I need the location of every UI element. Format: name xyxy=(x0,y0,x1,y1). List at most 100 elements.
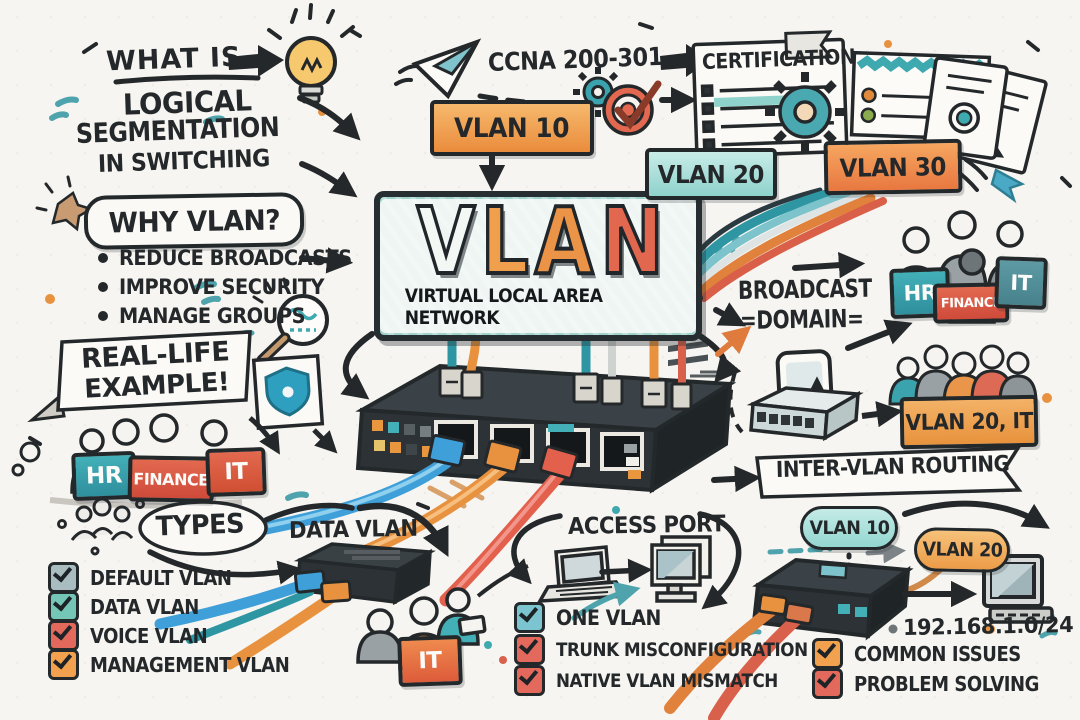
vlan10-pill: VLAN 10 xyxy=(800,506,898,550)
hr-right-label: HR xyxy=(903,280,937,306)
vlan20-it-box: VLAN 20, IT xyxy=(899,394,1039,450)
teal-arrow-icon xyxy=(990,168,1026,204)
gear-icon xyxy=(765,72,845,152)
issue-item: COMMON ISSUES xyxy=(854,641,1021,666)
vlan10-pill-label: VLAN 10 xyxy=(808,517,890,539)
lightbulb-icon xyxy=(267,3,355,104)
data-vlan-label: DATA VLAN xyxy=(288,515,418,544)
teal-curve-arrow xyxy=(571,581,641,621)
arrows-to-vlan-box xyxy=(297,95,361,274)
it-right-badge: IT xyxy=(994,256,1048,310)
sparkle-icon xyxy=(35,175,95,232)
hr-left-label: HR xyxy=(85,462,123,490)
paper-plane-icon xyxy=(394,38,482,100)
access-arrows xyxy=(506,511,742,610)
vlan20-it-label: VLAN 20, IT xyxy=(905,408,1033,436)
vlan-letter-l: L xyxy=(479,188,530,295)
it-right-label: IT xyxy=(1010,270,1032,296)
certification-title: CERTIFICATION xyxy=(701,44,856,74)
orange-up-arrow xyxy=(715,325,752,357)
type-item: MANAGEMENT VLAN xyxy=(90,652,290,677)
access-item: TRUNK MISCONFIGURATION xyxy=(556,638,808,661)
domain-label: =DOMAIN= xyxy=(739,303,864,335)
bullet-icon xyxy=(98,311,108,321)
pc-icon xyxy=(982,554,1054,624)
top-right-curve-arrow xyxy=(902,500,1050,529)
dashed-curve xyxy=(728,371,744,434)
why-bullet: MANAGE GROUPS xyxy=(119,304,306,328)
vlan10-box: VLAN 10 xyxy=(430,100,594,156)
in-switching-title: IN SWITCHING xyxy=(97,144,271,178)
magnifier-icon xyxy=(252,277,329,366)
vlan-swoosh-bundle xyxy=(691,187,887,302)
vlan20it-people xyxy=(888,344,1038,406)
it-left-label: IT xyxy=(223,458,249,486)
bullet-icon xyxy=(98,282,108,292)
checkbox-icon xyxy=(48,620,79,651)
what-is-arrow-icon xyxy=(113,45,284,85)
arrow-to-vlan20it xyxy=(861,401,904,428)
vlan30-label: VLAN 30 xyxy=(839,151,947,183)
it-bottom-label: IT xyxy=(417,647,443,675)
types-label: TYPES xyxy=(155,508,245,543)
finance-left-label: FINANCE xyxy=(133,468,209,490)
small-switch-left xyxy=(154,542,436,670)
why-bullet: REDUCE BROADCASTS xyxy=(119,246,352,270)
doc-cards xyxy=(849,50,1048,175)
real-life-banner-text: REAL-LIFE EXAMPLE! xyxy=(63,335,250,406)
laptop-icon xyxy=(536,545,629,603)
small-switch-right xyxy=(746,386,864,442)
why-vlan-banner: WHY VLAN? xyxy=(83,192,305,250)
finance-left-badge: FINANCE xyxy=(127,455,215,503)
checkbox-icon xyxy=(514,602,545,633)
vlan20-pill: VLAN 20 xyxy=(913,527,1011,573)
router-icon xyxy=(664,557,914,720)
vlan-letter-n: N xyxy=(599,188,665,295)
bullet-icon xyxy=(98,253,108,263)
type-item: DATA VLAN xyxy=(90,594,199,619)
shield-card xyxy=(251,353,325,431)
ip-bullet xyxy=(888,624,898,634)
access-port-label: ACCESS PORT xyxy=(567,511,726,540)
why-bullet: IMPROVE SECURITY xyxy=(119,275,325,299)
gear-target-icon xyxy=(573,67,698,136)
real-life-banner xyxy=(27,330,252,423)
example-arrow xyxy=(248,416,280,455)
what-is-title: WHAT IS xyxy=(105,41,242,78)
crowd-doodle-icon xyxy=(57,497,145,556)
checkbox-icon xyxy=(514,634,545,665)
inter-vlan-ribbon xyxy=(755,446,1023,499)
types-arrows xyxy=(147,502,449,585)
vlan20-box: VLAN 20 xyxy=(645,148,777,200)
type-item: DEFAULT VLAN xyxy=(90,565,232,590)
checkbox-icon xyxy=(48,649,79,680)
it-left-badge: IT xyxy=(205,446,267,498)
checkbox-icon xyxy=(48,591,79,622)
vlan20-label: VLAN 20 xyxy=(657,159,765,189)
vlan-letter-a: A xyxy=(533,188,595,295)
desktop-icon xyxy=(650,535,712,603)
type-item: VOICE VLAN xyxy=(90,623,208,648)
issue-item: PROBLEM SOLVING xyxy=(854,671,1039,696)
checkbox-icon xyxy=(48,562,79,593)
vlan-subtitle: VIRTUAL LOCAL AREA NETWORK xyxy=(404,285,603,329)
vlan20-pill-label: VLAN 20 xyxy=(921,538,1003,562)
broadcast-label: BROADCAST xyxy=(737,273,873,305)
subnet-label: 192.168.1.0/24 xyxy=(902,613,1074,641)
access-item: ONE VLAN xyxy=(556,605,661,630)
checkbox-icon xyxy=(514,665,545,696)
checkbox-icon xyxy=(812,638,843,669)
why-vlan-label: WHY VLAN? xyxy=(107,203,281,239)
vlan10-label: VLAN 10 xyxy=(454,112,570,144)
it-bottom-badge: IT xyxy=(397,634,463,688)
finance-right-label: FINANCE xyxy=(940,294,1002,312)
shield-arrow xyxy=(312,428,338,454)
checkbox-icon xyxy=(812,668,843,699)
ccna-title: CCNA 200-301 xyxy=(487,41,664,77)
access-item: NATIVE VLAN MISMATCH xyxy=(556,669,778,692)
